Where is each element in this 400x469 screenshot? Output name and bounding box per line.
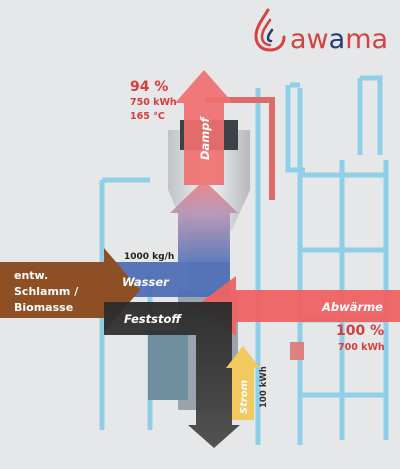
valve-red [290, 342, 304, 360]
steam-label: Dampf [198, 115, 212, 160]
logo-wordmark: awama [290, 24, 388, 55]
steam-temperature: 165 °C [130, 111, 165, 122]
power-energy: 100 kWh [259, 366, 269, 408]
awama-logo: awama [254, 8, 388, 55]
waste-heat-label: Abwärme [321, 300, 383, 314]
solids-arrow [104, 302, 240, 448]
water-flow: 1000 kg/h [124, 252, 174, 262]
steam-energy: 750 kWh [130, 97, 177, 108]
input-line3: Biomasse [14, 301, 73, 314]
steam-percent: 94 % [130, 79, 168, 95]
input-line1: entw. [14, 269, 48, 282]
input-line2: Schlamm / [14, 285, 79, 298]
water-label: Wasser [122, 275, 170, 289]
frame-top-rail [357, 75, 383, 155]
frame-column-right [255, 88, 303, 445]
power-label: Strom [239, 380, 250, 414]
steam-arrow [175, 70, 233, 185]
power-arrow [226, 346, 260, 420]
waste-heat-percent: 100 % [336, 323, 384, 339]
transfer-arrow [170, 180, 238, 262]
drop-icon [254, 8, 286, 52]
frame-ladder [285, 82, 305, 173]
waste-heat-energy: 700 kWh [338, 342, 385, 353]
solids-label: Feststoff [124, 312, 182, 326]
frame-beams [300, 172, 386, 398]
feeder-unit [148, 330, 188, 400]
steel-frame [99, 75, 389, 445]
waste-heat-arrow [196, 276, 400, 336]
